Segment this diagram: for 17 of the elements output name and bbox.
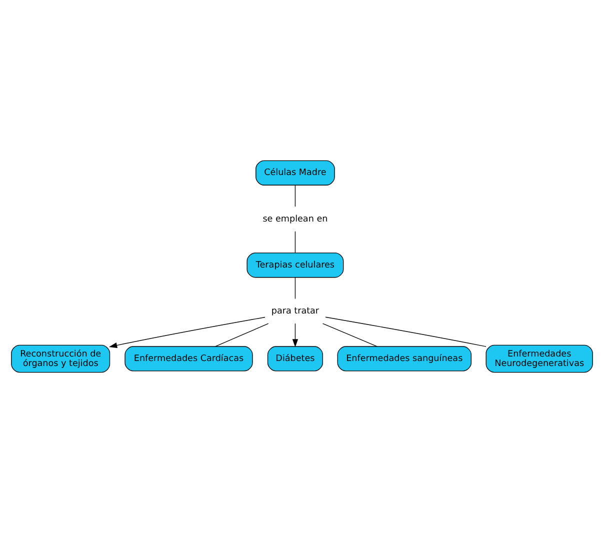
arrow — [108, 316, 266, 348]
connector — [215, 323, 269, 347]
connector — [294, 231, 296, 253]
node-box: Diábetes — [267, 346, 324, 372]
node-box: Enfermedades Cardíacas — [124, 346, 253, 372]
node-box: Reconstrucción de órganos y tejidos — [11, 344, 110, 373]
node-box: Terapias celulares — [246, 252, 344, 278]
arrow — [292, 323, 298, 348]
connector — [322, 323, 378, 347]
node-box: Enfermedades Neurodegenerativas — [486, 344, 593, 373]
node-text: para tratar — [271, 306, 320, 317]
connector — [325, 316, 486, 347]
node-text: se emplean en — [262, 214, 328, 224]
connector — [294, 277, 296, 300]
node-box: Células Madre — [256, 160, 335, 186]
connector — [294, 185, 296, 207]
node-box: Enfermedades sanguíneas — [337, 346, 472, 372]
